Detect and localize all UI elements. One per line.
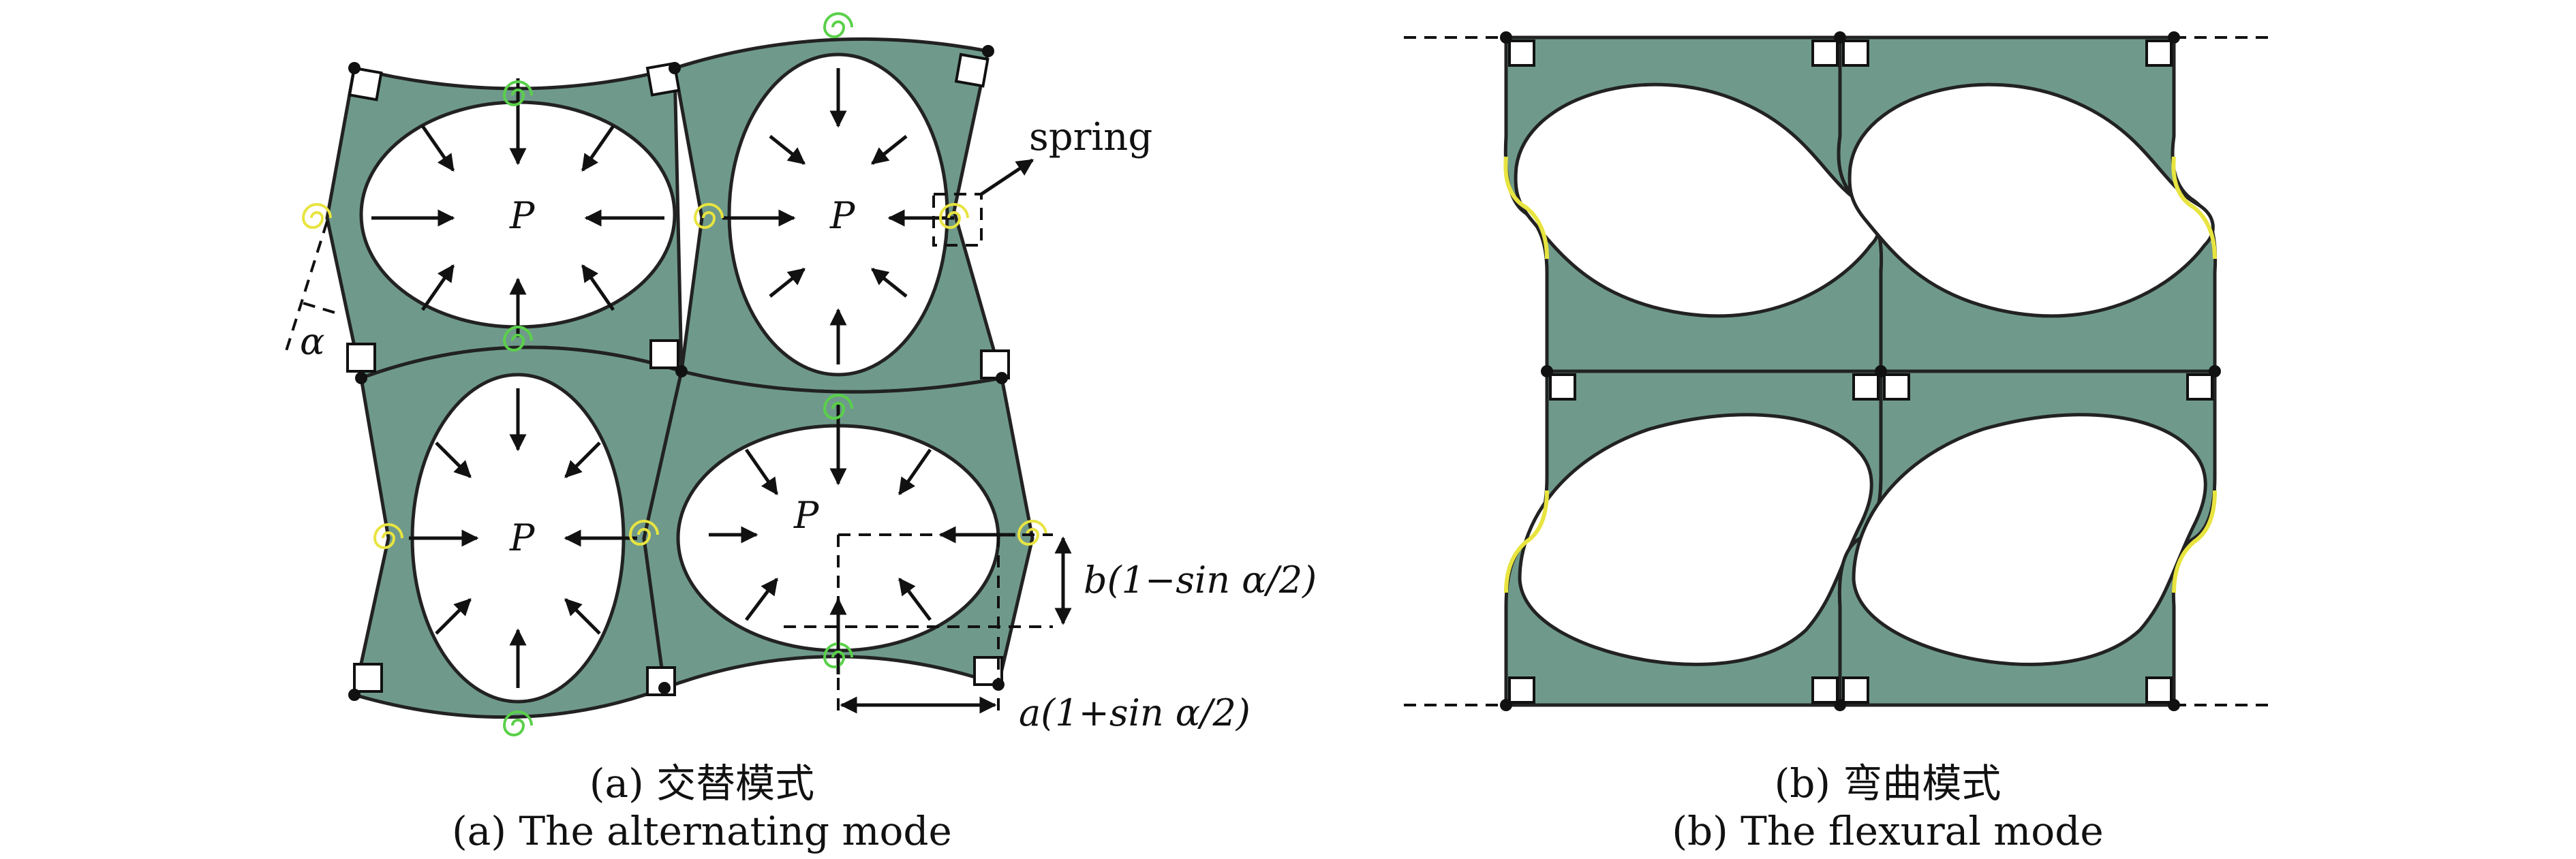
pressure-label-top-right: P	[829, 194, 856, 237]
spring-icon	[823, 12, 853, 38]
spring-icon	[693, 203, 724, 229]
cavity-b-top-left	[1514, 82, 1881, 318]
spring-icon	[1017, 520, 1047, 546]
caption-a-cn: (a) 交替模式	[589, 760, 814, 807]
caption-b-en: (b) The flexural mode	[1672, 808, 2103, 854]
spring-icon	[938, 203, 969, 229]
cavity-b-top-right	[1847, 82, 2215, 318]
spring-callout-arrow	[980, 158, 1034, 196]
spring-icon	[502, 80, 533, 106]
caption-b-cn: (b) 弯曲模式	[1775, 760, 2002, 807]
hinge-highlights-b	[1503, 156, 2217, 593]
spring-icon	[823, 394, 853, 420]
cavity-top-right	[727, 52, 949, 377]
pressure-label-bottom-right: P	[793, 494, 820, 537]
dim-a-label: a(1+sin α/2)	[1019, 691, 1251, 734]
spring-icon	[823, 642, 853, 668]
springs-a	[301, 12, 1047, 736]
panel-a-alternating-mode: P P P	[285, 12, 1317, 854]
spring-callout-box	[932, 193, 983, 247]
spring-label: spring	[1029, 115, 1152, 159]
pressure-arrows-top-left	[371, 78, 664, 337]
hinge-dots-b	[1500, 31, 2221, 711]
cavity-b-bottom-right	[1852, 413, 2207, 666]
panel-b-flexural-mode: (b) 弯曲模式 (b) The flexural mode	[1404, 31, 2276, 854]
angle-dashed-line-2	[303, 302, 338, 315]
right-angle-markers-b	[1508, 40, 2213, 704]
angle-alpha-label: α	[300, 320, 324, 363]
spring-icon	[502, 710, 533, 736]
spring-icon	[502, 326, 533, 352]
cavity-b-bottom-left	[1518, 413, 1873, 666]
spring-icon	[373, 523, 403, 549]
pressure-arrows-top-right	[722, 68, 954, 364]
dim-b-label: b(1−sin α/2)	[1084, 559, 1317, 602]
spring-icon	[301, 203, 332, 229]
angle-dashed-line-1	[285, 221, 328, 352]
pressure-label-top-left: P	[509, 194, 536, 237]
caption-a-en: (a) The alternating mode	[452, 808, 952, 854]
spring-icon	[628, 520, 659, 546]
pressure-label-bottom-left: P	[509, 516, 536, 559]
pressure-arrows-bottom-left	[409, 388, 637, 688]
